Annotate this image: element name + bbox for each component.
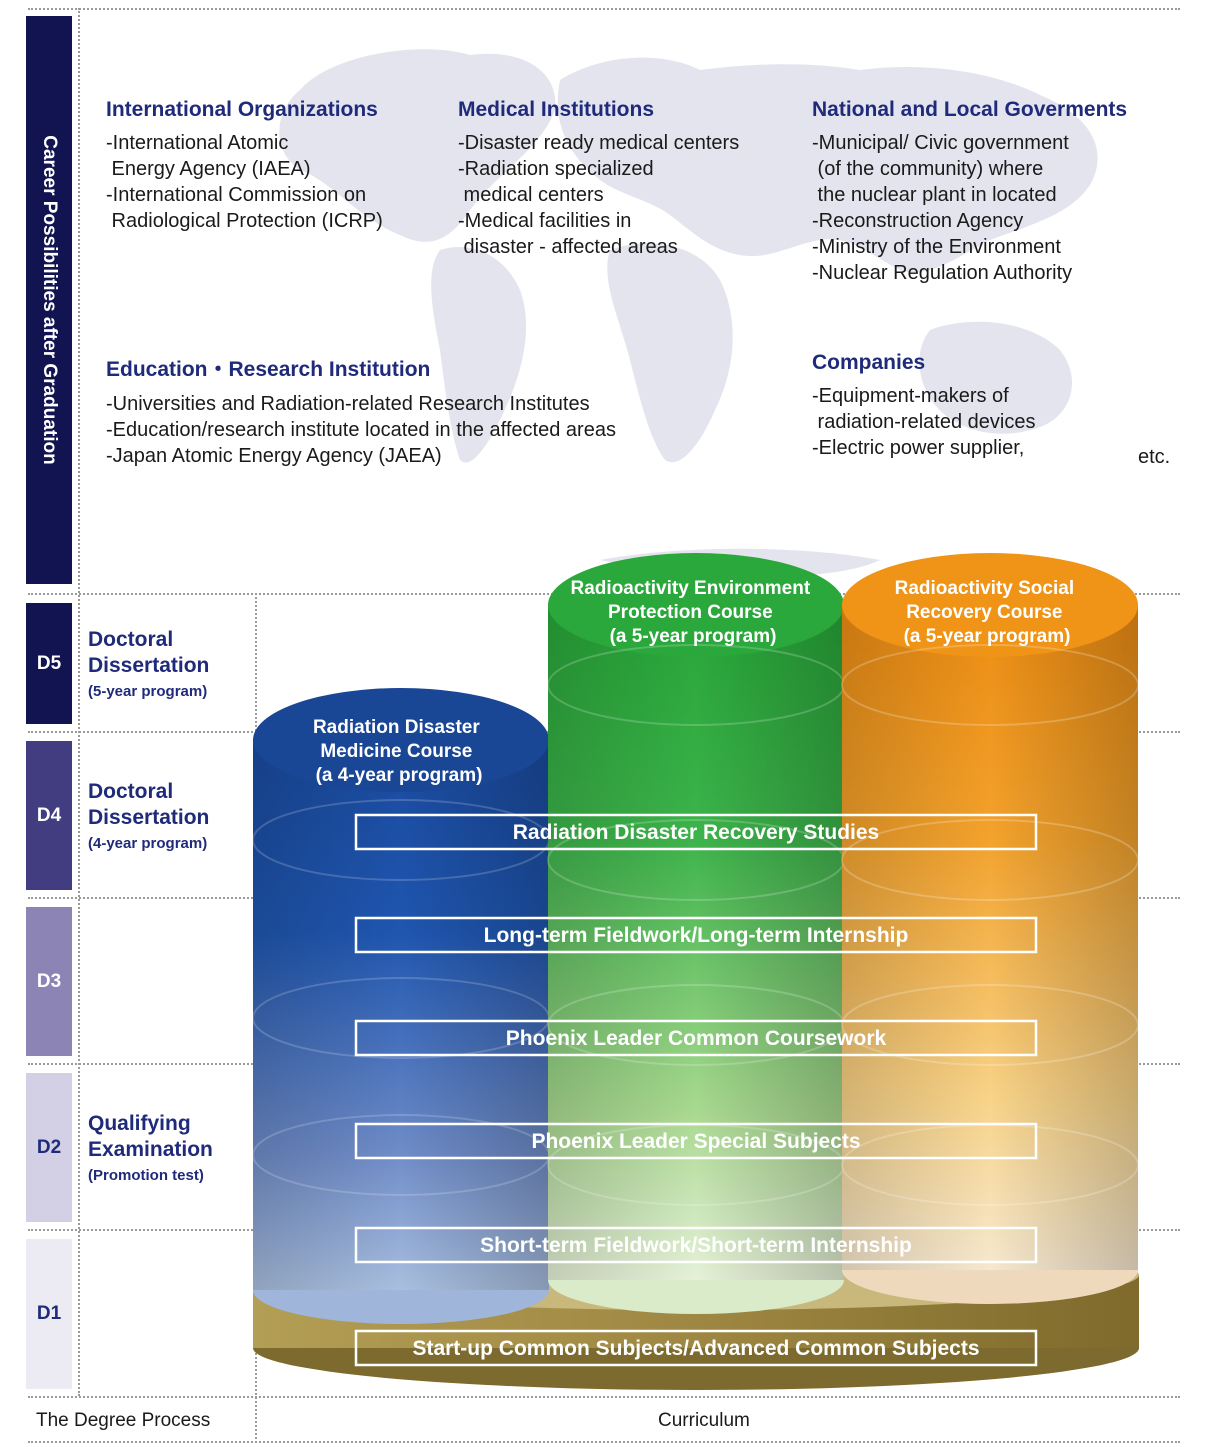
section-heading: Companies — [812, 351, 926, 374]
footer-degree-process: The Degree Process — [36, 1410, 211, 1431]
separator-line — [28, 1396, 1180, 1398]
section-heading: Education・Research Institution — [106, 358, 431, 381]
separator-line — [78, 8, 80, 1396]
career-section-education: Education・Research Institution -Universi… — [106, 353, 616, 469]
band-label: Radiation Disaster Recovery Studies — [513, 821, 879, 844]
course-title-line: Medicine Course — [320, 741, 472, 762]
list-item: -Reconstruction Agency — [812, 210, 1024, 232]
stage-d5: Doctoral Dissertation (5-year program) — [88, 627, 209, 703]
list-item: -Electric power supplier, — [812, 437, 1025, 459]
course-title-line: Recovery Course — [906, 602, 1062, 623]
degree-level-d3: D3 — [26, 907, 72, 1056]
course-title-line: Radiation Disaster — [313, 717, 480, 738]
stage-note: (Promotion test) — [88, 1167, 204, 1184]
list-item: -Japan Atomic Energy Agency (JAEA) — [106, 445, 442, 467]
curriculum-band: Phoenix Leader Common Coursework — [354, 1019, 1038, 1057]
list-item: -Equipment-makers of radiation-related d… — [812, 385, 1036, 433]
separator-line — [28, 8, 1180, 10]
band-label: Phoenix Leader Common Coursework — [506, 1027, 887, 1050]
course-title-social: Radioactivity Social Recovery Course (a … — [895, 578, 1080, 647]
level-code: D4 — [36, 804, 62, 826]
curriculum-band: Start-up Common Subjects/Advanced Common… — [354, 1329, 1038, 1367]
course-title-line: (a 5-year program) — [610, 626, 777, 647]
career-section-companies: Companies -Equipment-makers of radiation… — [812, 351, 1035, 461]
career-title-bar: Career Possibilities after Graduation — [26, 16, 72, 584]
career-section-government: National and Local Goverments -Municipal… — [812, 98, 1127, 286]
list-item: -Disaster ready medical centers — [458, 132, 740, 154]
stage-note: (5-year program) — [88, 683, 208, 700]
course-title-line: (a 4-year program) — [316, 765, 483, 786]
stage-title: Doctoral Dissertation — [88, 628, 210, 677]
degree-level-d5: D5 — [26, 603, 72, 724]
band-label: Short-term Fieldwork/Short-term Internsh… — [480, 1234, 912, 1257]
stage-title: Qualifying Examination — [88, 1112, 213, 1161]
course-title-line: Radioactivity Social — [895, 578, 1075, 599]
stage-note: (4-year program) — [88, 835, 208, 852]
degree-level-d1: D1 — [26, 1239, 72, 1389]
degree-level-d4: D4 — [26, 741, 72, 890]
section-heading: National and Local Goverments — [812, 98, 1128, 121]
band-label: Long-term Fieldwork/Long-term Internship — [484, 924, 909, 947]
course-cylinder-medicine — [252, 688, 550, 1324]
career-section-international: International Organizations -Internation… — [106, 98, 383, 234]
level-code: D3 — [36, 970, 62, 992]
stage-d2: Qualifying Examination (Promotion test) — [88, 1111, 213, 1187]
stage-title: Doctoral Dissertation — [88, 780, 210, 829]
section-heading: International Organizations — [106, 98, 378, 121]
curriculum-band: Short-term Fieldwork/Short-term Internsh… — [354, 1226, 1038, 1264]
list-item: -Municipal/ Civic government (of the com… — [812, 132, 1069, 206]
list-item: -Medical facilities in disaster - affect… — [458, 210, 678, 258]
curriculum-band: Radiation Disaster Recovery Studies — [354, 813, 1038, 851]
band-label: Phoenix Leader Special Subjects — [531, 1130, 860, 1153]
course-title-medicine: Radiation Disaster Medicine Course (a 4-… — [313, 717, 485, 786]
list-item: -Radiation specialized medical centers — [458, 158, 654, 206]
curriculum-band: Long-term Fieldwork/Long-term Internship — [354, 916, 1038, 954]
etc-label: etc. — [1138, 446, 1171, 468]
footer-curriculum: Curriculum — [658, 1410, 750, 1431]
list-item: -Universities and Radiation-related Rese… — [106, 393, 590, 415]
course-title-line: (a 5-year program) — [904, 626, 1071, 647]
curriculum-band: Phoenix Leader Special Subjects — [354, 1122, 1038, 1160]
level-code: D1 — [36, 1303, 62, 1324]
list-item: -Education/research institute located in… — [106, 419, 616, 441]
degree-level-d2: D2 — [26, 1073, 72, 1222]
career-section-medical: Medical Institutions -Disaster ready med… — [458, 98, 739, 260]
world-map-background — [279, 49, 1098, 577]
band-label: Start-up Common Subjects/Advanced Common… — [412, 1337, 979, 1360]
course-title-environment: Radioactivity Environment Protection Cou… — [571, 578, 816, 647]
course-title-line: Protection Course — [608, 602, 773, 623]
stage-d4: Doctoral Dissertation (4-year program) — [88, 779, 209, 855]
course-title-line: Radioactivity Environment — [571, 578, 811, 599]
section-heading: Medical Institutions — [458, 98, 655, 121]
course-cylinder-environment — [547, 553, 845, 1314]
level-code: D2 — [36, 1136, 62, 1158]
list-item: -International Atomic Energy Agency (IAE… — [106, 132, 311, 180]
level-code: D5 — [36, 652, 62, 674]
list-item: -Ministry of the Environment — [812, 236, 1061, 258]
separator-line — [28, 1441, 1180, 1443]
list-item: -International Commission on Radiologica… — [106, 184, 383, 232]
list-item: -Nuclear Regulation Authority — [812, 262, 1073, 284]
